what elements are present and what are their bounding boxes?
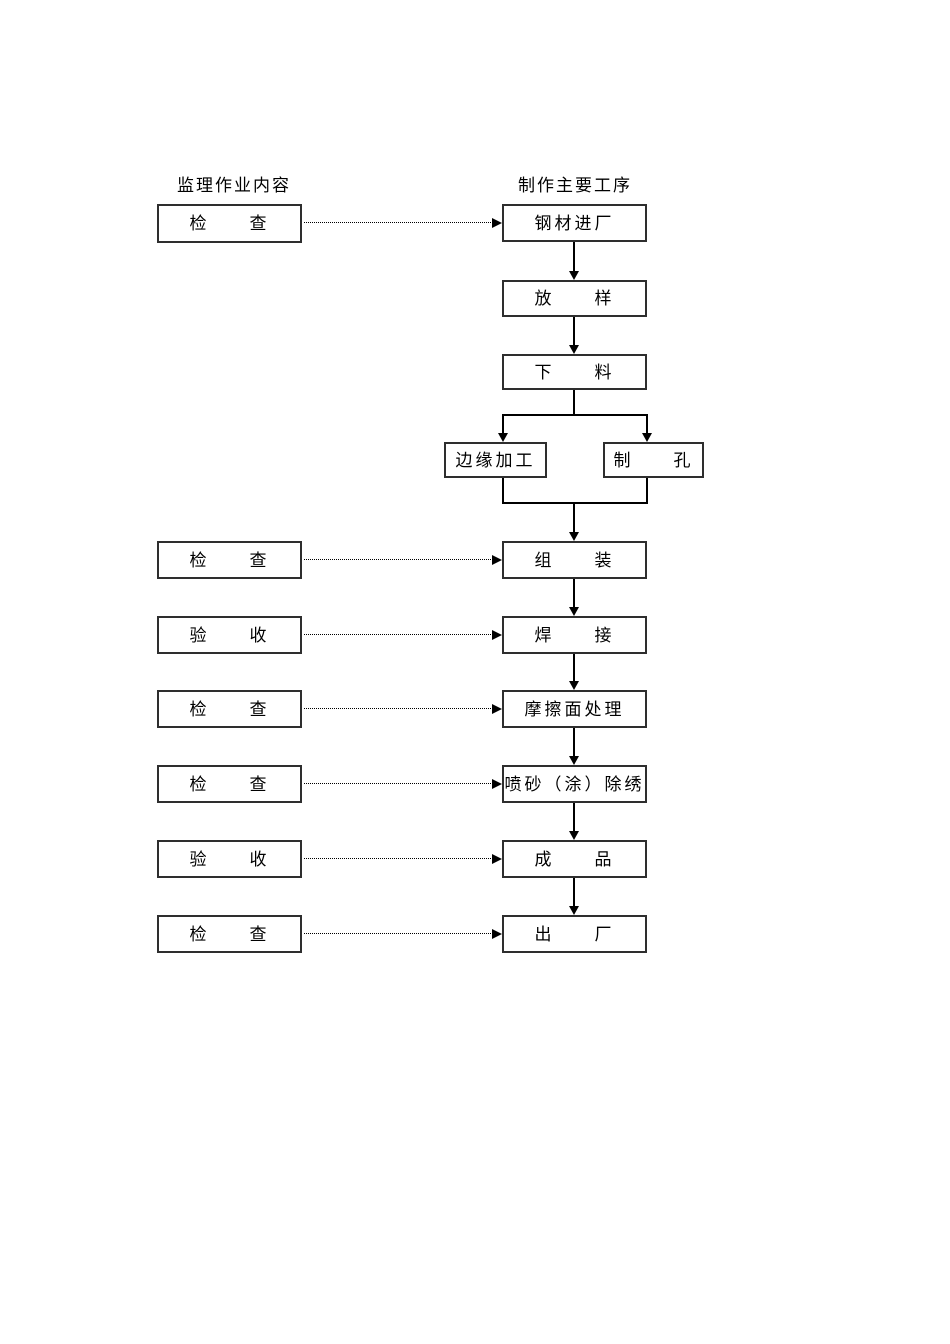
flow-line [502,414,648,416]
node-label: 组 装 [534,550,615,570]
flow-line [573,503,575,533]
down-arrowhead-icon [569,831,579,840]
flow-line [502,415,504,434]
down-arrowhead-icon [569,681,579,690]
node-label: 成 品 [534,849,615,869]
right-column-header: 制作主要工序 [518,176,632,195]
node-label: 检 查 [189,550,270,570]
flow-line [573,390,575,416]
node-label: 检 查 [189,774,270,794]
flow-node-inspect-3: 检 查 [157,690,302,728]
flow-node-friction-surface: 摩擦面处理 [502,690,647,728]
dotted-connector [304,708,493,709]
down-arrowhead-icon [569,906,579,915]
node-label: 制 孔 [613,450,694,470]
node-label: 喷砂（涂）除绣 [504,774,645,794]
right-arrowhead-icon [492,929,502,939]
node-label: 验 收 [189,849,270,869]
node-label: 放 样 [534,289,615,308]
flow-line [573,728,575,757]
right-arrowhead-icon [492,854,502,864]
node-label: 出 厂 [534,924,615,944]
flow-node-edge-machining: 边缘加工 [444,442,547,478]
node-label: 钢材进厂 [534,213,615,233]
flow-line [573,242,575,272]
dotted-connector [304,933,493,934]
node-label: 检 查 [189,924,270,944]
node-label: 边缘加工 [455,450,536,470]
down-arrowhead-icon [498,433,508,442]
flow-node-steel-arrival: 钢材进厂 [502,204,647,242]
flow-node-finished: 成 品 [502,840,647,878]
dotted-connector [304,222,493,223]
node-label: 焊 接 [534,625,615,645]
dotted-connector [304,634,493,635]
right-arrowhead-icon [492,218,502,228]
node-label: 摩擦面处理 [524,699,625,719]
right-arrowhead-icon [492,704,502,714]
flow-line [573,803,575,832]
down-arrowhead-icon [642,433,652,442]
dotted-connector [304,783,493,784]
flow-line [573,317,575,346]
down-arrowhead-icon [569,532,579,541]
node-label: 下 料 [534,362,615,382]
left-column-header: 监理作业内容 [177,176,291,195]
flow-line [573,654,575,682]
flow-node-assembly: 组 装 [502,541,647,579]
right-arrowhead-icon [492,630,502,640]
node-label: 检 查 [189,214,270,233]
flow-node-sandblast: 喷砂（涂）除绣 [502,765,647,803]
flow-node-cutting: 下 料 [502,354,647,390]
flow-node-leave-factory: 出 厂 [502,915,647,953]
flow-line [573,579,575,608]
down-arrowhead-icon [569,756,579,765]
flow-node-acceptance-2: 验 收 [157,840,302,878]
flow-line [646,478,648,504]
dotted-connector [304,858,493,859]
flow-line [502,478,504,504]
flow-line [502,502,648,504]
dotted-connector [304,559,493,560]
down-arrowhead-icon [569,271,579,280]
flow-node-inspect-5: 检 查 [157,915,302,953]
flow-node-lofting: 放 样 [502,280,647,317]
flow-line [573,878,575,907]
down-arrowhead-icon [569,345,579,354]
right-arrowhead-icon [492,555,502,565]
flow-node-inspect-4: 检 查 [157,765,302,803]
flow-node-hole-making: 制 孔 [603,442,704,478]
node-label: 验 收 [189,625,270,645]
flow-node-acceptance-1: 验 收 [157,616,302,654]
flow-line [646,415,648,434]
flow-node-welding: 焊 接 [502,616,647,654]
node-label: 检 查 [189,699,270,719]
flow-node-inspect-1: 检 查 [157,204,302,243]
down-arrowhead-icon [569,607,579,616]
flow-node-inspect-2: 检 查 [157,541,302,579]
right-arrowhead-icon [492,779,502,789]
